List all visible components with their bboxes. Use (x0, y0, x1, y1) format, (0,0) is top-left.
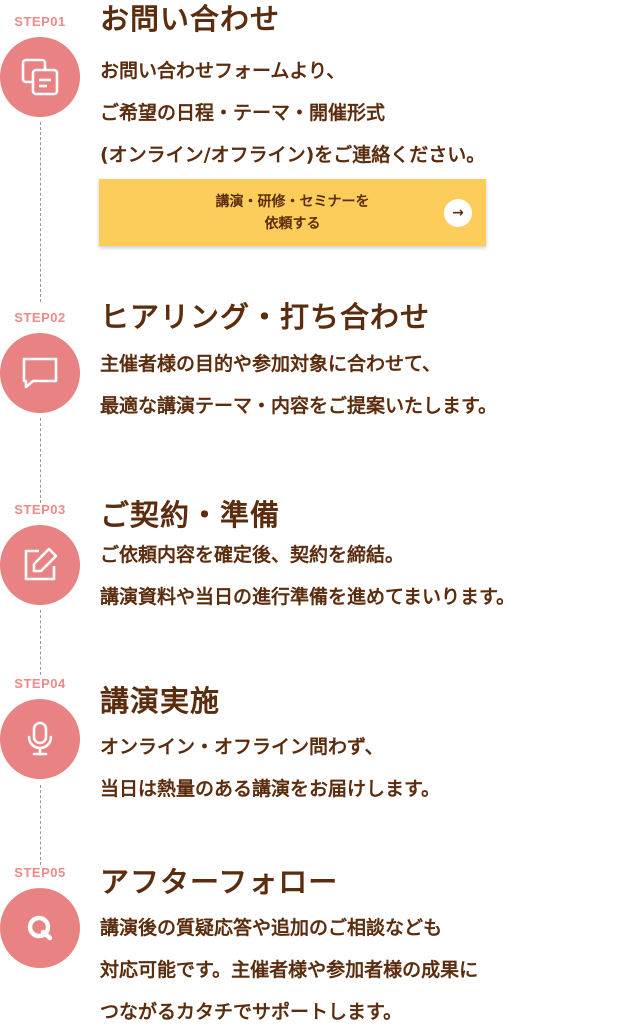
request-lecture-button[interactable]: 講演・研修・セミナーを依頼する → (99, 179, 486, 246)
timeline-connector (40, 122, 41, 302)
step-icon-circle (0, 37, 80, 117)
description-line: 主催者様の目的や参加対象に合わせて、 (100, 353, 442, 375)
description-line: つながるカタチでサポートします。 (100, 1001, 403, 1023)
description-line: 講演資料や当日の進行準備を進めてまいります。 (100, 586, 516, 608)
description-line: オンライン・オフライン問わず、 (100, 736, 384, 758)
description-line: 当日は熱量のある講演をお届けします。 (100, 778, 441, 800)
timeline-connector (40, 785, 41, 865)
description-line: 対応可能です。主催者様や参加者様の成果に (100, 959, 479, 981)
step-description: オンライン・オフライン問わず、 当日は熱量のある講演をお届けします。 (100, 726, 440, 810)
step-title: お問い合わせ (100, 2, 281, 36)
step-icon-circle (0, 699, 80, 779)
arrow-right-icon: → (444, 199, 472, 227)
step-label: STEP04 (14, 676, 66, 691)
edit-icon (24, 547, 58, 581)
microphone-icon (27, 721, 53, 756)
step-label: STEP03 (14, 502, 66, 517)
description-line: 最適な講演テーマ・内容をご提案いたします。 (100, 395, 498, 417)
step-description: 講演後の質疑応答や追加のご相談なども 対応可能です。主催者様や参加者様の成果に … (100, 907, 478, 1033)
step-title: ヒアリング・打ち合わせ (100, 300, 431, 334)
step-description: お問い合わせフォームより、 ご希望の日程・テーマ・開催形式 (オンライン/オフラ… (100, 50, 485, 176)
step-icon-circle (0, 525, 80, 605)
q-icon (27, 915, 53, 941)
timeline-connector (40, 418, 41, 503)
description-line: ご希望の日程・テーマ・開催形式 (100, 102, 386, 124)
step-title: ご契約・準備 (100, 498, 281, 532)
step-description: 主催者様の目的や参加対象に合わせて、 最適な講演テーマ・内容をご提案いたします。 (100, 343, 497, 427)
step-label: STEP01 (14, 14, 66, 29)
timeline-connector (40, 610, 41, 675)
step-label: STEP02 (14, 310, 66, 325)
step-title: 講演実施 (100, 684, 221, 718)
step-icon-circle (0, 333, 80, 413)
description-line: 講演後の質疑応答や追加のご相談なども (100, 917, 443, 939)
description-line: お問い合わせフォームより、 (100, 60, 346, 82)
button-label: 講演・研修・セミナーを (215, 193, 370, 210)
step-description: ご依頼内容を確定後、契約を締結。 講演資料や当日の進行準備を進めてまいります。 (100, 534, 515, 618)
copy-document-icon (21, 58, 59, 96)
step-title: アフターフォロー (100, 865, 339, 899)
button-label: 依頼する (264, 215, 321, 232)
chat-bubble-icon (22, 357, 58, 389)
description-line: ご依頼内容を確定後、契約を締結。 (100, 544, 405, 566)
step-label: STEP05 (14, 865, 66, 880)
description-line: (オンライン/オフライン)をご連絡ください。 (100, 144, 486, 166)
step-icon-circle (0, 888, 80, 968)
